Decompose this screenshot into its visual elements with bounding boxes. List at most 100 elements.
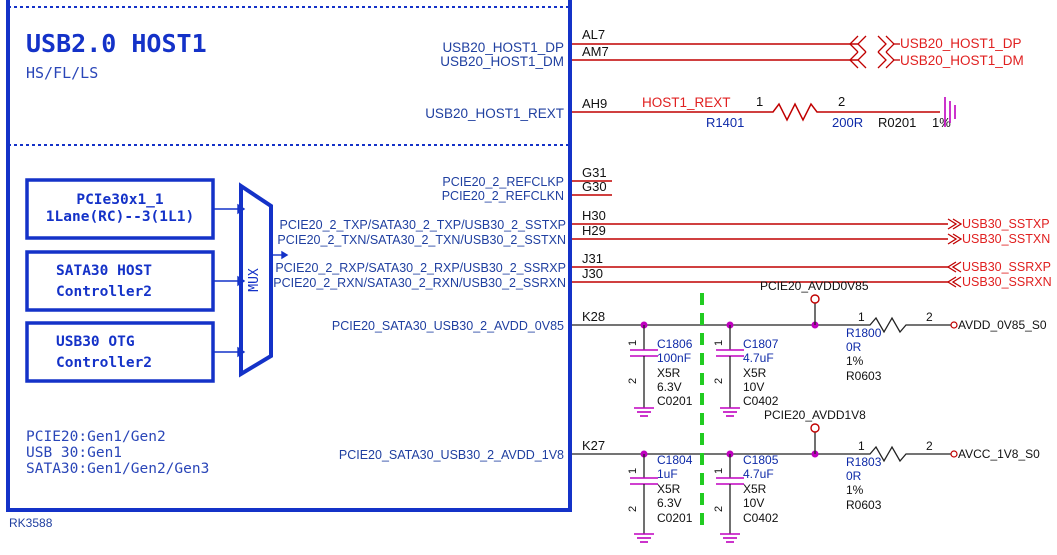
rext-net-label: HOST1_REXT: [642, 95, 731, 110]
cap-pkg: C0201: [657, 511, 693, 525]
ground-icon: [944, 97, 956, 127]
cap-pin: 1: [713, 340, 725, 346]
pin-signal: USB20_HOST1_DM: [440, 54, 564, 69]
cap-pin: 1: [713, 468, 725, 474]
pin-signal: PCIE20_2_RXP/SATA30_2_RXP/USB30_2_SSRXP: [275, 261, 566, 275]
cap-value: 1uF: [657, 467, 678, 481]
usb-block-line2: Controller2: [56, 355, 152, 371]
cap-diel: X5R: [657, 366, 681, 380]
rail-1v8-res-tol: 1%: [846, 483, 864, 497]
port-usb30-ssrxn: USB30_SSRXN: [962, 275, 1052, 289]
cap-pkg: C0402: [743, 511, 779, 525]
pin-signal: PCIE20_2_REFCLKP: [442, 175, 564, 189]
rail-0v85-wiring: [630, 294, 958, 417]
usb-block-line1: USB30 OTG: [56, 334, 135, 350]
pin-signal: PCIE20_2_RXN/SATA30_2_RXN/USB30_2_SSRXN: [273, 276, 566, 290]
port-usb30-sstxp: USB30_SSTXP: [962, 217, 1050, 231]
rext-tol: 1%: [932, 115, 951, 130]
rail-0v85-res-pkg: R0603: [846, 369, 882, 383]
cap-volt: 10V: [743, 496, 764, 510]
rail-1v8-res-pin1: 1: [858, 439, 865, 453]
pin-ball: J31: [582, 251, 603, 266]
rail-1v8-net: PCIE20_AVDD1V8: [764, 408, 866, 422]
pin-ball: H30: [582, 208, 606, 223]
port-usb30-ssrxp: USB30_SSRXP: [962, 260, 1051, 274]
rext-pin1: 1: [756, 94, 763, 109]
rail-1v8-res-value: 0R: [846, 469, 862, 483]
pin-signal: PCIE20_SATA30_USB30_2_AVDD_0V85: [332, 319, 564, 333]
cap-diel: X5R: [743, 482, 767, 496]
cap-volt: 6.3V: [657, 380, 682, 394]
port-usb20-dp: USB20_HOST1_DP: [900, 36, 1022, 51]
cap-value: 4.7uF: [743, 351, 774, 365]
cap-volt: 6.3V: [657, 496, 682, 510]
block-arrows: [213, 203, 289, 358]
cap-volt: 10V: [743, 380, 764, 394]
rail-0v85-out: AVDD_0V85_S0: [958, 318, 1047, 332]
note-pcie: PCIE20:Gen1/Gen2: [26, 429, 166, 445]
pin-wires: [572, 43, 948, 455]
rext-pin2: 2: [838, 94, 845, 109]
cap-value: 100nF: [657, 351, 691, 365]
pin-ball: H29: [582, 223, 606, 238]
rext-value: 200R: [832, 115, 863, 130]
rail-1v8-wiring: [630, 423, 958, 543]
pin-signal: PCIE20_2_TXP/SATA30_2_TXP/USB30_2_SSTXP: [280, 218, 567, 232]
cap-ref: C1804: [657, 453, 693, 467]
usb-block: [25, 321, 215, 383]
note-usb: USB 30:Gen1: [26, 445, 122, 461]
rail-1v8-res-pin2: 2: [926, 439, 933, 453]
pin-signal: PCIE20_2_TXN/SATA30_2_TXN/USB30_2_SSTXN: [277, 233, 566, 247]
mux-shape: [239, 182, 273, 378]
part-name: RK3588: [9, 516, 53, 530]
pin-ball: AM7: [582, 44, 609, 59]
cap-pin: 1: [627, 468, 639, 474]
rail-0v85-res-ref: R1800: [846, 326, 882, 340]
rail-1v8-res-pkg: R0603: [846, 498, 882, 512]
chip-outline: [6, 0, 572, 512]
rail-0v85-res-pin1: 1: [858, 310, 865, 324]
cap-pin: 2: [713, 378, 725, 384]
mux-label: MUX: [247, 268, 262, 292]
cap-ref: C1806: [657, 337, 693, 351]
pin-ball: AL7: [582, 27, 605, 42]
rail-1v8-res-ref: R1803: [846, 455, 882, 469]
sata-block: [25, 250, 215, 312]
cap-pin: 2: [627, 378, 639, 384]
rail-0v85-res-value: 0R: [846, 340, 862, 354]
port-usb20-dm: USB20_HOST1_DM: [900, 53, 1024, 68]
sata-block-line2: Controller2: [56, 284, 152, 300]
rext-ref: R1401: [706, 115, 744, 130]
rext-resistor: [760, 102, 940, 122]
rail-1v8-out: AVCC_1V8_S0: [958, 447, 1040, 461]
pin-signal: USB20_HOST1_REXT: [425, 106, 564, 121]
section-subtitle: HS/FL/LS: [26, 64, 98, 82]
rail-0v85-net: PCIE20_AVDD0V85: [760, 279, 869, 293]
pin-signal: PCIE20_2_REFCLKN: [442, 189, 564, 203]
pin-ball: G31: [582, 165, 607, 180]
port-usb30-sstxn: USB30_SSTXN: [962, 232, 1050, 246]
cap-pin: 2: [713, 506, 725, 512]
pin-ball: K28: [582, 309, 605, 324]
pcie-block-line1: PCIe30x1_1: [76, 192, 164, 208]
cap-ref: C1807: [743, 337, 779, 351]
rail-0v85-res-pin2: 2: [926, 310, 933, 324]
cap-pkg: C0402: [743, 394, 779, 408]
pin-ball: K27: [582, 438, 605, 453]
pin-signal: PCIE20_SATA30_USB30_2_AVDD_1V8: [339, 448, 564, 462]
pcie-block-line2: 1Lane(RC)--3(1L1): [46, 209, 194, 225]
pin-ball: G30: [582, 179, 607, 194]
note-sata: SATA30:Gen1/Gen2/Gen3: [26, 461, 209, 477]
cap-pin: 1: [627, 340, 639, 346]
rail-0v85-res-tol: 1%: [846, 354, 864, 368]
cap-ref: C1805: [743, 453, 779, 467]
cap-diel: X5R: [657, 482, 681, 496]
cap-value: 4.7uF: [743, 467, 774, 481]
cap-pkg: C0201: [657, 394, 693, 408]
usb2-port-arrows: [849, 35, 900, 69]
rext-pkg: R0201: [878, 115, 916, 130]
cap-diel: X5R: [743, 366, 767, 380]
pin-ball: AH9: [582, 96, 607, 111]
sata-block-line1: SATA30 HOST: [56, 263, 152, 279]
